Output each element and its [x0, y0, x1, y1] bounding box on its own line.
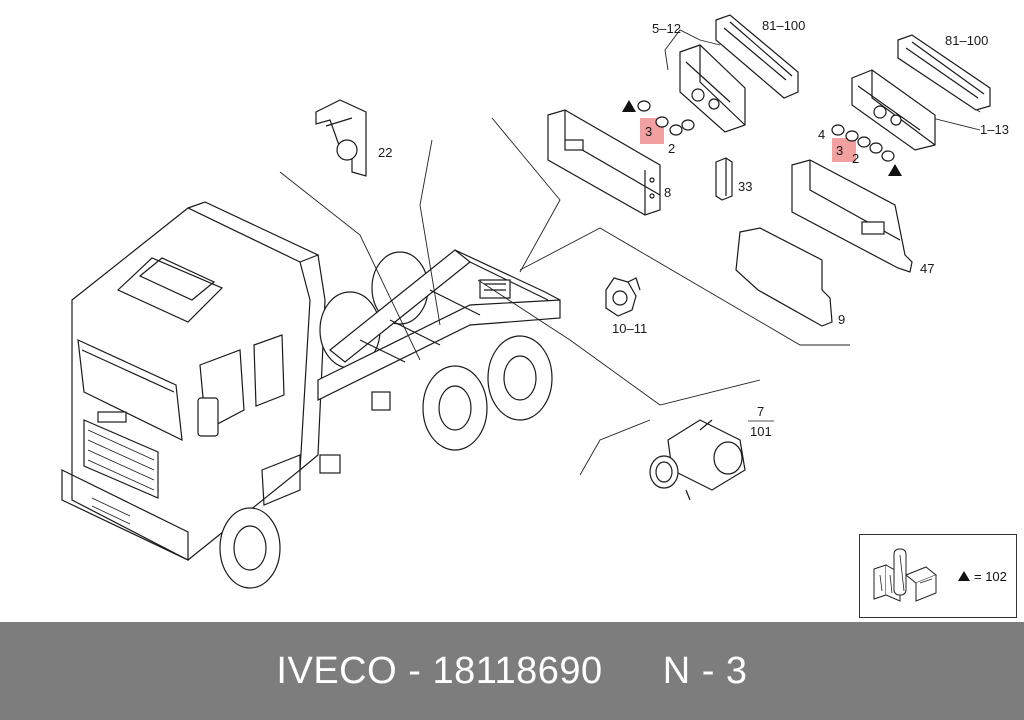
part-labels: 5–12 81–100 81–100 1–13 22 3 2 8 33 4 3 … [378, 18, 1009, 439]
label-2-right: 2 [852, 151, 859, 166]
bulbs-right [831, 124, 902, 176]
label-47: 47 [920, 261, 934, 276]
page-reference: N - 3 [662, 649, 748, 692]
label-3-left: 3 [645, 124, 652, 139]
label-4: 4 [818, 127, 825, 142]
label-33: 33 [738, 179, 752, 194]
connector-icon: = 102 [873, 548, 1007, 602]
part-33 [715, 157, 733, 201]
footer-bar: IVECO - 18118690 N - 3 [0, 622, 1024, 720]
label-9: 9 [838, 312, 845, 327]
bulbs-left [622, 100, 695, 144]
part-number-title: IVECO - 18118690 [276, 649, 603, 692]
part-47-panel [791, 159, 913, 273]
label-3-right: 3 [836, 143, 843, 158]
lamp-assembly-right [851, 34, 991, 151]
label-2-left: 2 [668, 141, 675, 156]
label-1-13: 1–13 [980, 122, 1009, 137]
legend-box: = 102 [859, 534, 1017, 618]
part-10-11 [605, 277, 641, 317]
part-9-gasket [735, 227, 833, 327]
legend-text: = 102 [974, 569, 1007, 584]
parts-diagram: 5–12 81–100 81–100 1–13 22 3 2 8 33 4 3 … [61, 14, 1009, 589]
leader-lines [279, 29, 981, 476]
label-101: 101 [750, 424, 772, 439]
label-81-100-right: 81–100 [945, 33, 988, 48]
label-7: 7 [757, 404, 764, 419]
part-8-panel [547, 109, 661, 216]
truck-illustration [61, 201, 561, 589]
part-22-bracket [315, 99, 367, 177]
label-8: 8 [664, 185, 671, 200]
label-10-11: 10–11 [612, 321, 647, 336]
label-22: 22 [378, 145, 392, 160]
lamp-assembly-left [679, 14, 799, 133]
label-81-100-left: 81–100 [762, 18, 805, 33]
label-5-12: 5–12 [652, 21, 681, 36]
part-7-101-socket [649, 419, 746, 501]
